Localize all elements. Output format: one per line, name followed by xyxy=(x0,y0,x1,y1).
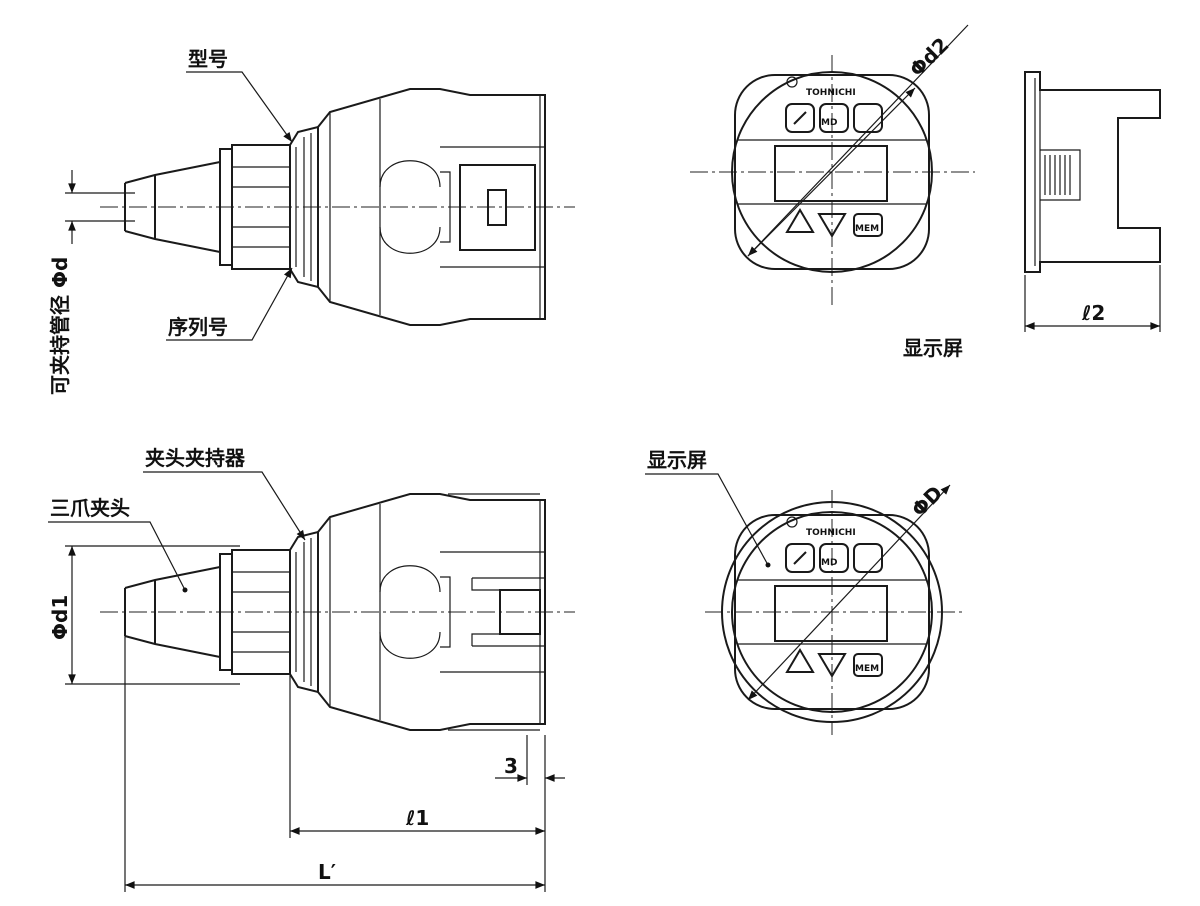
serial-label: 序列号 xyxy=(168,315,228,339)
mode-button: MD xyxy=(821,118,837,128)
brand-logo-bottom: TOHNICHI xyxy=(806,528,856,538)
mode-button-bottom: MD xyxy=(821,558,837,568)
memory-button: MEM xyxy=(855,224,879,234)
display-label-bottom: 显示屏 xyxy=(647,448,707,472)
bottom-tool-view: Φd1 夹头夹持器 三爪夹头 3 ℓ1 L′ xyxy=(48,446,575,892)
brand-logo: TOHNICHI xyxy=(806,88,856,98)
model-label: 型号 xyxy=(188,47,228,71)
top-tool-view: 可夹持管径 Φd 型号 序列号 xyxy=(48,47,575,395)
side-view: ℓ2 xyxy=(1024,71,1161,332)
display-label-top: 显示屏 xyxy=(903,336,963,360)
dim-d1: Φd1 xyxy=(48,595,72,640)
dim-d2: Φd2 xyxy=(905,33,954,82)
side-connector xyxy=(499,589,541,635)
usb-port-icon xyxy=(487,189,507,226)
dim-offset: 3 xyxy=(504,754,518,778)
bottom-display-view: TOHNICHI MD MEM ΦD 显示屏 xyxy=(645,448,965,735)
usb-port-frame xyxy=(459,164,536,251)
dim-l2: ℓ2 xyxy=(1081,301,1105,325)
chuck-holder-label: 夹头夹持器 xyxy=(145,446,246,470)
three-jaw-chuck-label: 三爪夹头 xyxy=(50,496,130,520)
dim-l1: ℓ1 xyxy=(405,806,429,830)
pipe-diameter-label: 可夹持管径 Φd xyxy=(48,257,72,395)
dim-L: L′ xyxy=(318,860,336,884)
top-display-view: TOHNICHI MD MEM Φd2 显示屏 xyxy=(690,24,975,360)
dim-D: ΦD xyxy=(907,481,948,522)
memory-button-bottom: MEM xyxy=(855,664,879,674)
